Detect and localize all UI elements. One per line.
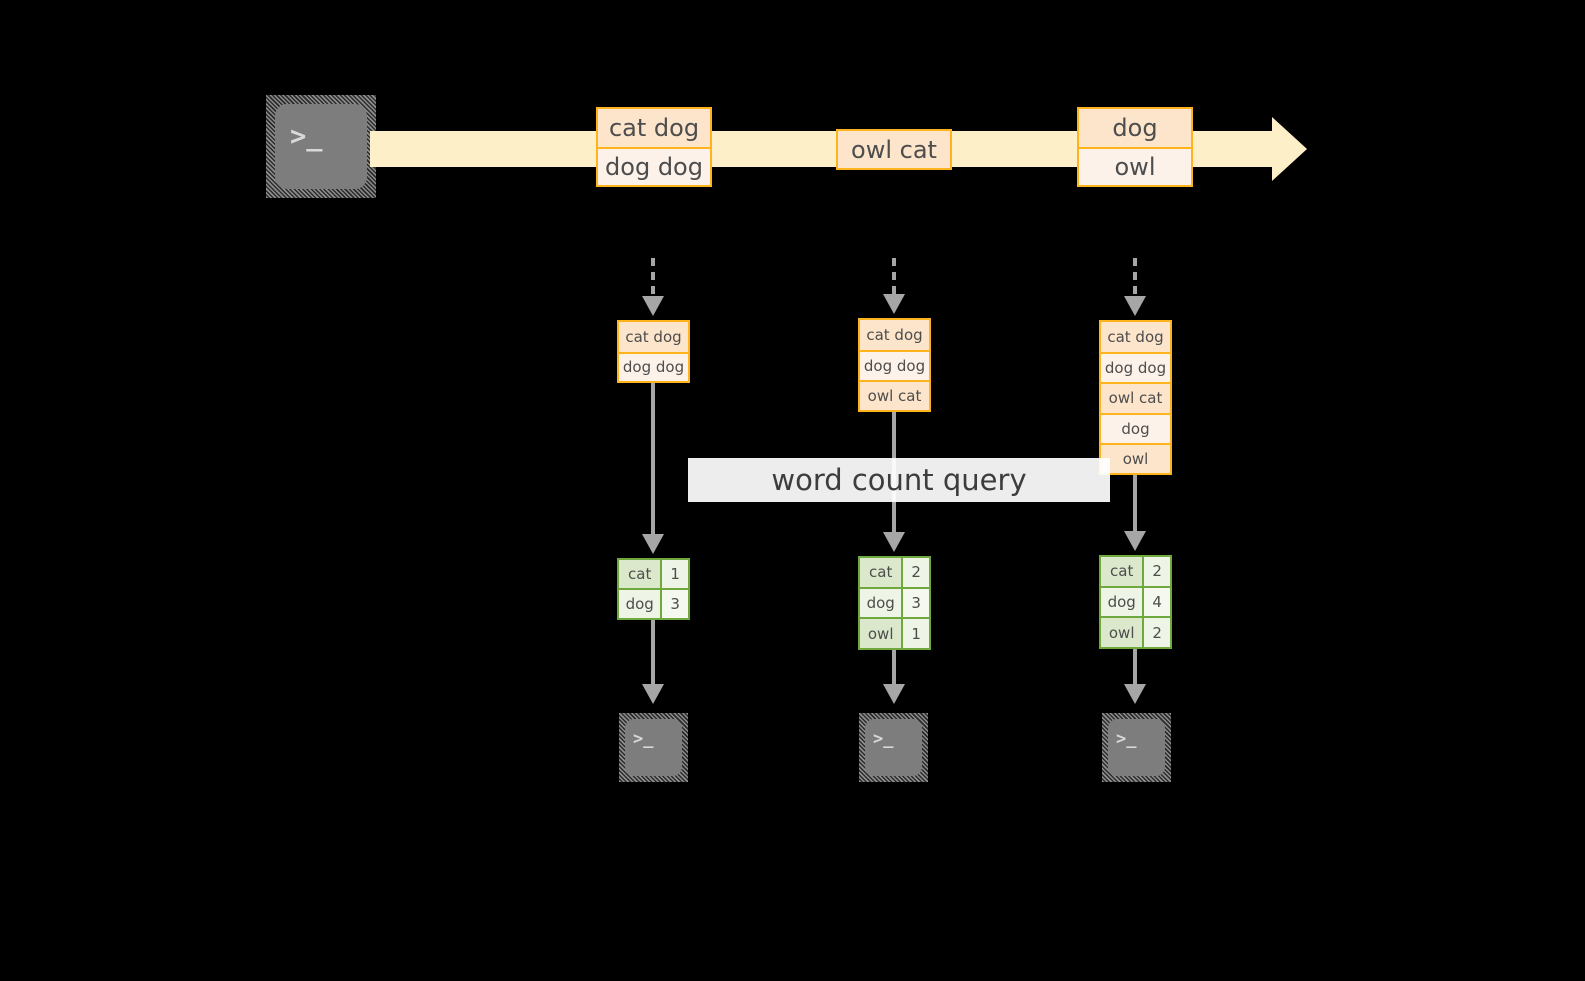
counts-row: dog 4 bbox=[1101, 585, 1170, 617]
counts-word-cell: dog bbox=[1101, 587, 1143, 617]
counts-value-cell: 3 bbox=[901, 588, 929, 618]
counts-word-cell: cat bbox=[860, 558, 902, 587]
terminal-body bbox=[1108, 719, 1165, 776]
counts-table-1: cat 1 dog 3 bbox=[617, 558, 690, 620]
counts-value-cell: 4 bbox=[1142, 587, 1170, 617]
sink-terminal-icon-1: >_ bbox=[619, 713, 688, 782]
stream-to-snapshot-1-arrowhead bbox=[642, 296, 664, 316]
terminal-body bbox=[625, 719, 682, 776]
snapshot-2-records: cat dog dog dog owl cat bbox=[858, 318, 931, 412]
snapshot-record-row: owl cat bbox=[1101, 382, 1170, 413]
query-label: word count query bbox=[688, 458, 1110, 502]
counts-word-cell: dog bbox=[860, 588, 902, 618]
counts-word-cell: dog bbox=[619, 590, 661, 618]
snapshot-1-to-counts-line bbox=[651, 383, 655, 536]
terminal-prompt-glyph: >_ bbox=[633, 729, 654, 749]
terminal-prompt-glyph: >_ bbox=[873, 729, 894, 749]
counts-value-cell: 1 bbox=[901, 619, 929, 649]
source-terminal-icon: >_ bbox=[266, 95, 376, 198]
snapshot-record-row: cat dog bbox=[619, 322, 688, 352]
counts-row: cat 1 bbox=[619, 560, 688, 588]
counts-2-to-sink-arrowhead bbox=[883, 684, 905, 704]
terminal-prompt-glyph: >_ bbox=[1116, 729, 1137, 749]
sink-terminal-icon-3: >_ bbox=[1102, 713, 1171, 782]
stream-to-snapshot-1-dash bbox=[651, 258, 655, 297]
counts-value-cell: 2 bbox=[901, 558, 929, 587]
snapshot-2-to-counts-arrowhead bbox=[883, 532, 905, 552]
snapshot-3-to-counts-line bbox=[1133, 475, 1137, 533]
stream-record-3: dog owl bbox=[1077, 107, 1193, 187]
snapshot-record-row: cat dog bbox=[1101, 322, 1170, 353]
stream-record-line: cat dog bbox=[598, 109, 710, 147]
snapshot-1-records: cat dog dog dog bbox=[617, 320, 690, 383]
counts-1-to-sink-line bbox=[651, 620, 655, 686]
stream-to-snapshot-3-dash bbox=[1133, 258, 1137, 297]
counts-3-to-sink-arrowhead bbox=[1124, 684, 1146, 704]
snapshot-record-row: dog bbox=[1101, 412, 1170, 443]
snapshot-1-to-counts-arrowhead bbox=[642, 534, 664, 554]
snapshot-record-row: cat dog bbox=[860, 320, 929, 350]
snapshot-record-row: owl cat bbox=[860, 379, 929, 410]
stream-record-line: dog dog bbox=[598, 147, 710, 185]
stream-to-snapshot-2-arrowhead bbox=[883, 294, 905, 314]
counts-1-to-sink-arrowhead bbox=[642, 684, 664, 704]
stream-record-line: owl bbox=[1079, 147, 1191, 185]
stream-to-snapshot-3-arrowhead bbox=[1124, 296, 1146, 316]
counts-word-cell: cat bbox=[619, 560, 661, 588]
stream-record-line: owl cat bbox=[838, 131, 950, 168]
counts-2-to-sink-line bbox=[892, 650, 896, 686]
counts-row: dog 3 bbox=[619, 588, 688, 618]
stream-record-line: dog bbox=[1079, 109, 1191, 147]
snapshot-record-row: dog dog bbox=[860, 349, 929, 380]
counts-word-cell: cat bbox=[1101, 557, 1143, 586]
counts-row: owl 2 bbox=[1101, 616, 1170, 648]
sink-terminal-icon-2: >_ bbox=[859, 713, 928, 782]
snapshot-3-to-counts-arrowhead bbox=[1124, 531, 1146, 551]
stream-arrowhead bbox=[1272, 117, 1307, 181]
counts-value-cell: 2 bbox=[1142, 557, 1170, 586]
snapshot-3-records: cat dog dog dog owl cat dog owl bbox=[1099, 320, 1172, 475]
counts-3-to-sink-line bbox=[1133, 649, 1137, 686]
counts-table-3: cat 2 dog 4 owl 2 bbox=[1099, 555, 1172, 649]
snapshot-record-row: dog dog bbox=[619, 351, 688, 381]
counts-table-2: cat 2 dog 3 owl 1 bbox=[858, 556, 931, 650]
terminal-body bbox=[275, 104, 367, 189]
counts-value-cell: 1 bbox=[660, 560, 688, 588]
stream-record-2: owl cat bbox=[836, 129, 952, 170]
counts-value-cell: 3 bbox=[660, 590, 688, 618]
snapshot-record-row: owl bbox=[1101, 442, 1170, 473]
counts-row: cat 2 bbox=[860, 558, 929, 587]
counts-row: dog 3 bbox=[860, 586, 929, 618]
counts-value-cell: 2 bbox=[1142, 618, 1170, 648]
terminal-body bbox=[865, 719, 922, 776]
terminal-prompt-glyph: >_ bbox=[290, 121, 323, 152]
counts-row: owl 1 bbox=[860, 617, 929, 649]
counts-row: cat 2 bbox=[1101, 557, 1170, 586]
stream-to-snapshot-2-dash bbox=[892, 258, 896, 295]
snapshot-record-row: dog dog bbox=[1101, 352, 1170, 383]
counts-word-cell: owl bbox=[860, 619, 902, 649]
counts-word-cell: owl bbox=[1101, 618, 1143, 648]
stream-record-1: cat dog dog dog bbox=[596, 107, 712, 187]
